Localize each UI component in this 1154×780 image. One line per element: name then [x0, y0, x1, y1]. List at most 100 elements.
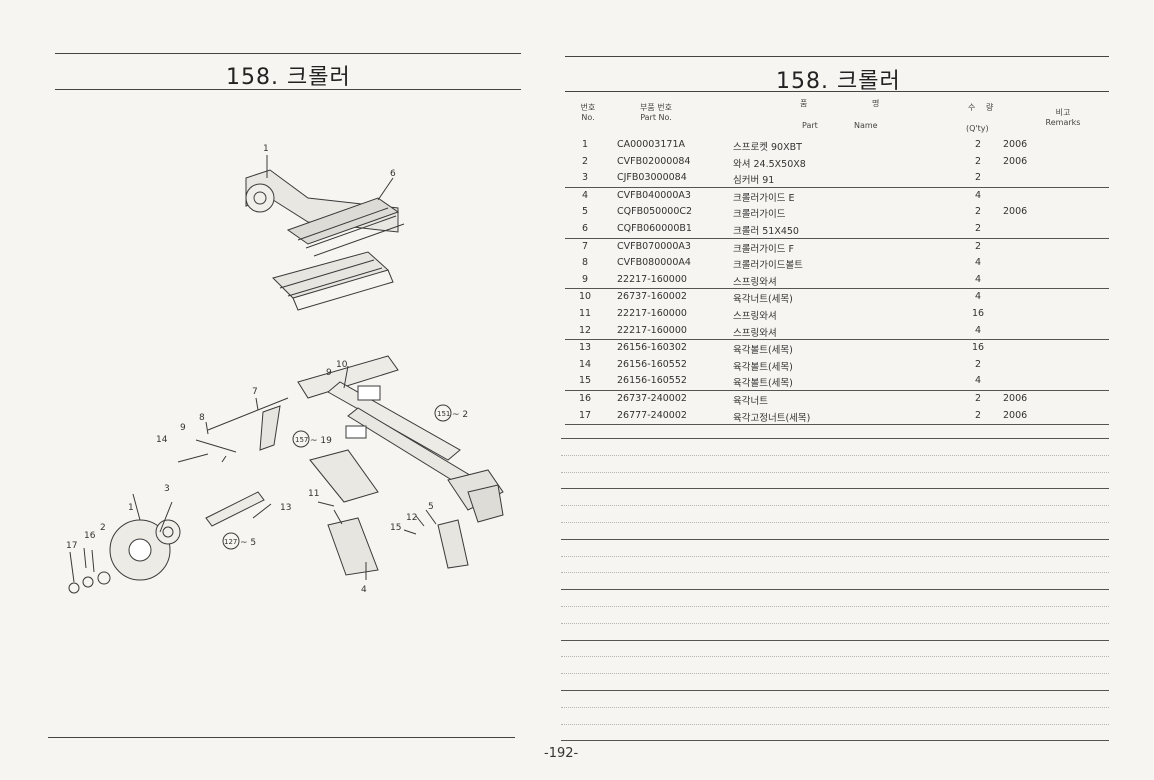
- callout-10: 10: [336, 360, 348, 370]
- row-no: 5: [581, 206, 589, 218]
- callout-2: 2: [100, 523, 106, 533]
- blank-row-line: [561, 690, 1109, 691]
- row-qty: 2: [974, 240, 982, 252]
- row-part-name: 크롤러가이드 F: [733, 243, 794, 255]
- callout-15: 15: [390, 523, 401, 533]
- row-part-no: 26737-160002: [617, 291, 687, 303]
- blank-row-line: [561, 522, 1109, 523]
- row-remarks: 2006: [1003, 155, 1028, 167]
- row-qty: 4: [974, 375, 982, 387]
- blank-row-line: [561, 538, 1109, 540]
- blank-row-line: [561, 471, 1109, 473]
- callout-1b: 1: [128, 503, 134, 513]
- row-part-name: 육각볼트(세목): [733, 361, 793, 373]
- blank-row-line: [561, 589, 1109, 591]
- blank-row-line: [561, 555, 1109, 557]
- callout-4: 4: [361, 585, 367, 595]
- row-part-name: 크롤러가이드볼트: [733, 260, 803, 272]
- row-no: 17: [578, 409, 592, 421]
- header-no-en: No.: [581, 113, 595, 122]
- row-part-no: 26156-160302: [617, 342, 687, 354]
- row-part-name: 스프링와셔: [733, 276, 777, 288]
- blank-row-line: [561, 639, 1109, 641]
- header-name-ko-b: 명: [872, 99, 880, 108]
- row-part-name: 크롤러가이드 E: [733, 192, 795, 204]
- row-part-name: 스프링와셔: [733, 327, 777, 339]
- row-qty: 2: [974, 358, 982, 370]
- header-remarks-ko: 비고: [1055, 108, 1071, 117]
- row-qty: 4: [974, 189, 982, 201]
- page-number: -192-: [544, 746, 579, 761]
- row-part-name: 육각너트(세목): [733, 294, 793, 306]
- callout-157-range: ~ 19: [310, 436, 332, 446]
- row-part-name: 와셔 24.5X50X8: [733, 158, 806, 170]
- callout-1: 1: [263, 144, 269, 154]
- row-remarks: 2006: [1003, 139, 1028, 150]
- row-part-no: CVFB02000084: [617, 155, 691, 167]
- header-no-ko: 번호: [580, 103, 596, 112]
- row-qty: 4: [974, 257, 982, 269]
- crawler-track-illustration: [245, 169, 405, 311]
- row-no: 4: [581, 189, 589, 201]
- row-part-no: CQFB050000C2: [617, 206, 693, 218]
- callout-17: 17: [66, 541, 77, 551]
- row-part-name: 심커버 91: [733, 175, 775, 187]
- header-qty-ko-a: 수: [968, 103, 976, 112]
- callout-5: 5: [428, 502, 434, 512]
- row-part-name: 스프로켓 90XBT: [733, 142, 802, 153]
- left-page-title: 158. 크롤러: [226, 65, 351, 90]
- right-page-title: 158. 크롤러: [776, 69, 901, 94]
- blank-row-line: [561, 673, 1109, 675]
- row-no: 15: [578, 375, 592, 387]
- callout-151-range: ~ 2: [452, 410, 468, 420]
- row-part-name: 육각고정너트(세목): [733, 412, 811, 424]
- row-part-name: 크롤러 51X450: [733, 225, 799, 237]
- row-qty: 4: [974, 324, 982, 336]
- blank-row-line: [561, 505, 1109, 507]
- title-rule-bottom: [565, 91, 1109, 92]
- row-part-no: 26156-160552: [617, 358, 687, 370]
- row-no: 12: [578, 324, 592, 336]
- callout-127: 127: [224, 538, 237, 546]
- row-no: 10: [578, 291, 592, 303]
- row-part-no: CJFB03000084: [617, 172, 687, 184]
- blank-row-line: [561, 606, 1109, 607]
- row-qty: 4: [974, 273, 982, 285]
- header-qty-en: (Q'ty): [966, 124, 989, 133]
- title-rule-top: [565, 56, 1109, 57]
- row-no: 2: [581, 155, 589, 167]
- row-part-no: CQFB060000B1: [617, 222, 692, 234]
- callout-6: 6: [390, 169, 396, 179]
- row-part-name: 스프링와셔: [733, 310, 777, 322]
- blank-row-line: [561, 706, 1109, 708]
- row-qty: 4: [974, 291, 982, 303]
- row-qty: 2: [974, 139, 982, 150]
- row-remarks: 2006: [1003, 409, 1028, 421]
- right-page: 158. 크롤러 번호 No. 부품 번호 Part No. 품 명 Part …: [548, 0, 1154, 780]
- row-no: 14: [578, 358, 592, 370]
- row-no: 3: [581, 172, 589, 184]
- table-row: 10 26737-160002 육각너트(세목) 4: [565, 289, 1109, 306]
- row-no: 13: [578, 342, 592, 354]
- row-no: 8: [581, 257, 589, 269]
- left-page: 158. 크롤러: [0, 0, 540, 780]
- row-no: 1: [581, 139, 589, 150]
- callout-3: 3: [164, 484, 170, 494]
- row-remarks: 2006: [1003, 392, 1028, 404]
- row-no: 9: [581, 273, 589, 285]
- row-no: 7: [581, 240, 589, 252]
- row-part-no: 26737-240002: [617, 392, 687, 404]
- callout-13: 13: [280, 503, 291, 513]
- callout-16: 16: [84, 531, 96, 541]
- callout-12: 12: [406, 513, 417, 523]
